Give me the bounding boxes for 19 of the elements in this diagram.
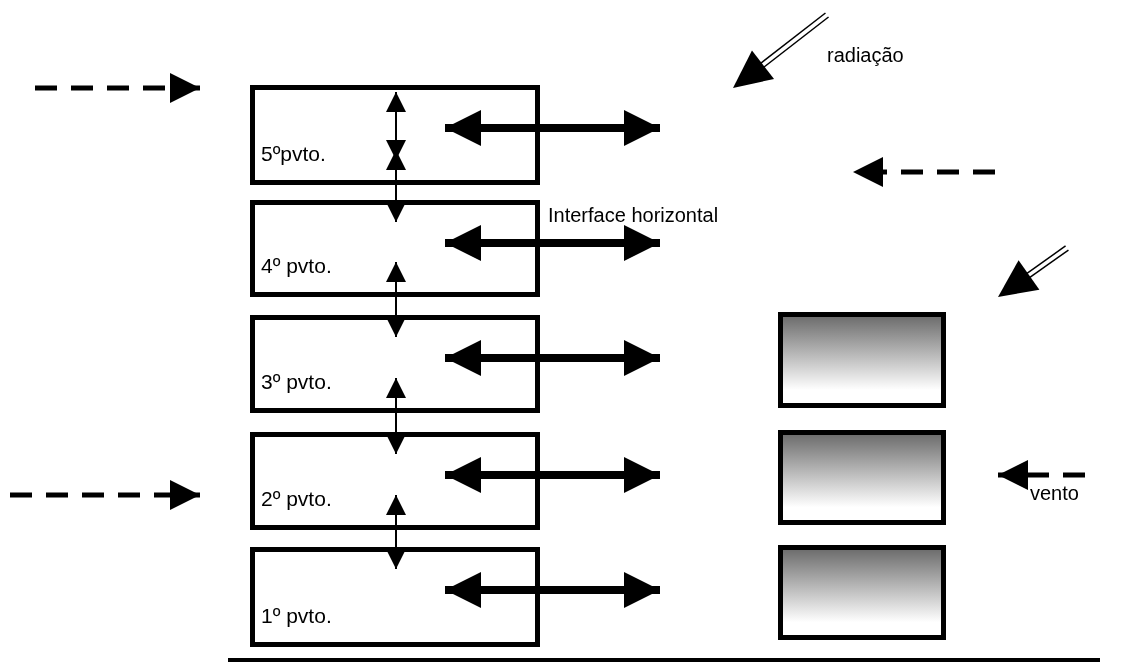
wind-label: vento <box>1030 482 1079 505</box>
floor-box <box>250 200 540 297</box>
floor-label: 3º pvto. <box>261 370 332 394</box>
radiation-label: radiação <box>827 44 904 67</box>
floor-box <box>250 315 540 413</box>
double-arrow <box>386 494 406 570</box>
interface-label: Interface horizontal <box>548 204 719 227</box>
double-arrow <box>386 377 406 455</box>
shaded-box <box>778 545 946 640</box>
double-arrow <box>386 261 406 338</box>
floor-label: 1º pvto. <box>261 604 332 628</box>
floor-label: 5ºpvto. <box>261 142 326 166</box>
floor-box <box>250 432 540 530</box>
floor-box <box>250 547 540 647</box>
floor-box <box>250 85 540 185</box>
floor-label: 4º pvto. <box>261 254 332 278</box>
shaded-box <box>778 312 946 408</box>
shaded-box <box>778 430 946 525</box>
floor-label: 2º pvto. <box>261 487 332 511</box>
